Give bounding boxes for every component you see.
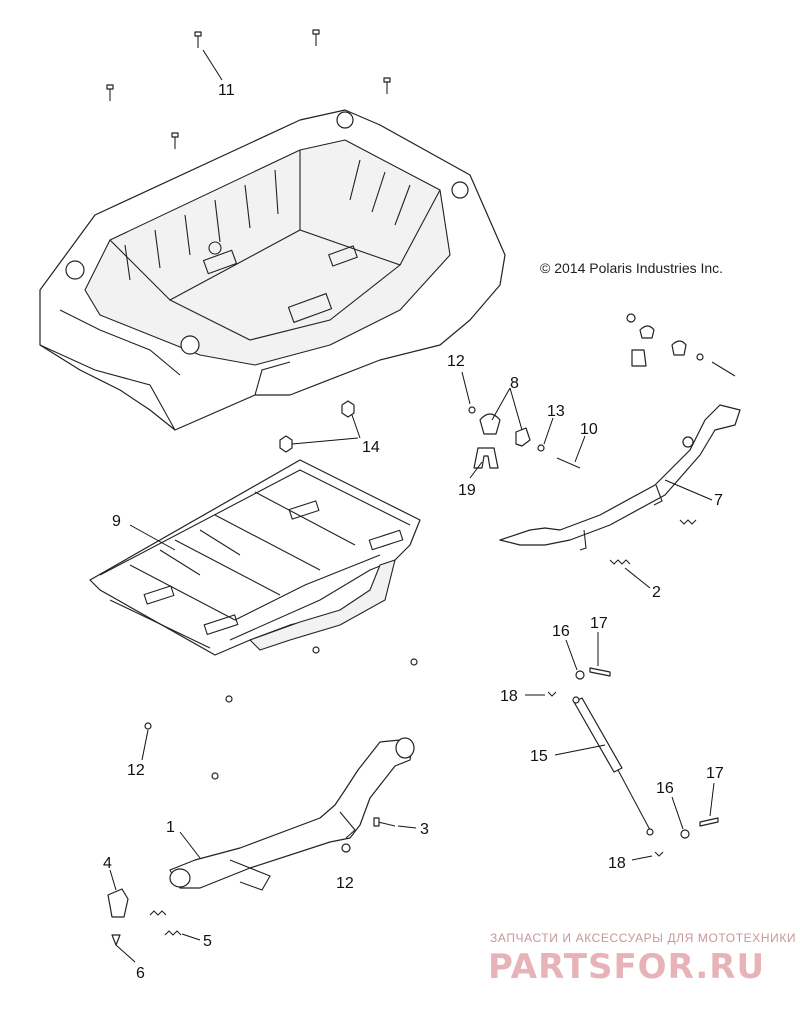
leader-4 [109,869,117,891]
nut-14-set [279,400,355,453]
bracket-8 [479,413,531,447]
leader-15 [554,744,606,756]
watermark-subtitle: ЗАПЧАСТИ И АКСЕССУАРЫ ДЛЯ МОТОТЕХНИКИ [490,931,796,945]
callout-1: 1 [166,819,175,836]
callout-19: 19 [458,482,476,499]
bracket-19 [473,447,499,469]
leader-2 [624,567,651,589]
nut-16-upper [575,670,585,680]
leader-9 [129,524,176,551]
callout-12-lower: 12 [336,875,354,892]
callout-18-lower: 18 [608,855,626,872]
clip-18-upper [547,691,557,697]
cross-tube-1 [169,737,415,891]
leader-11 [202,49,223,81]
leader-12-left [141,729,149,761]
pin-17-upper [589,667,611,677]
callout-6: 6 [136,965,145,982]
leader-10 [574,435,586,463]
nut-12-lower [341,843,351,853]
callout-7: 7 [714,492,723,509]
callout-9: 9 [112,513,121,530]
leader-1 [179,831,201,859]
subframe-9 [89,459,421,656]
bolt-3 [377,821,396,827]
pin-17-lower [699,817,719,827]
leader-5 [181,933,201,941]
leader-16-lower [671,796,684,830]
cargo-box [39,109,506,431]
latch-rod-7 [499,404,741,551]
watermark-brand: PARTSFOR.RU [488,947,765,987]
nut-12-upper [468,406,476,414]
clip-18-lower [654,851,664,857]
leader-19 [469,461,483,479]
callout-13: 13 [547,403,565,420]
leader-14 [291,414,361,445]
leader-3 [397,825,417,829]
callout-17-lower: 17 [706,765,724,782]
leader-6 [115,944,136,963]
leader-16-upper [565,639,578,671]
callout-14: 14 [362,439,380,456]
bolt-3-head [373,817,380,827]
callout-5: 5 [203,933,212,950]
nut-16-lower [680,829,690,839]
spring-2 [609,519,697,565]
callout-2: 2 [652,584,661,601]
callout-10: 10 [580,421,598,438]
leader-7 [664,479,713,501]
copyright-notice: © 2014 Polaris Industries Inc. [540,260,723,276]
callout-12-left: 12 [127,762,145,779]
leader-17-lower [709,782,715,817]
callout-11: 11 [218,82,235,99]
callout-3: 3 [420,821,429,838]
bracket-4 [107,888,129,918]
callout-12-upper: 12 [447,353,465,370]
callout-4: 4 [103,855,112,872]
screw-6 [111,934,121,946]
bolt-10 [556,457,581,469]
callout-15: 15 [530,748,548,765]
callout-16-upper: 16 [552,623,570,640]
leader-12-upper [461,371,471,405]
bolt-11-set [106,29,391,149]
nut-12-set [144,646,418,780]
leader-18-lower [631,855,653,861]
callout-8: 8 [510,375,519,392]
callout-17-upper: 17 [590,615,608,632]
spring-5 [149,910,182,936]
leader-13 [543,417,554,445]
callout-16-lower: 16 [656,780,674,797]
leader-8 [491,387,523,431]
callout-18-upper: 18 [500,688,518,705]
washer-13 [537,444,545,452]
gas-strut-15 [572,696,654,836]
hinge-hardware-upper [626,313,736,377]
